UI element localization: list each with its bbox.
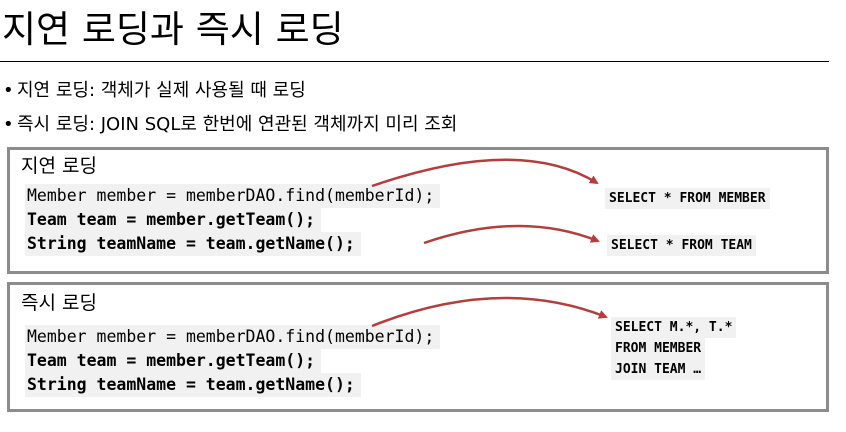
sql-select-team: SELECT * FROM TEAM — [607, 235, 756, 256]
bullet-eager-text: 즉시 로딩: JOIN SQL로 한번에 연관된 객체까지 미리 조회 — [17, 114, 458, 135]
bullet-symbol: • — [3, 114, 14, 135]
lazy-loading-box: 지연 로딩 Member member = memberDAO.find(mem… — [7, 147, 829, 274]
code-line-get-name: String teamName = team.getName(); — [25, 373, 361, 397]
eager-loading-box: 즉시 로딩 Member member = memberDAO.find(mem… — [7, 282, 829, 412]
code-line-find-member: Member member = memberDAO.find(memberId)… — [25, 325, 441, 349]
code-line-find-member: Member member = memberDAO.find(memberId)… — [25, 184, 441, 208]
sql-select-member: SELECT * FROM MEMBER — [605, 188, 770, 209]
code-line-get-name: String teamName = team.getName(); — [25, 232, 361, 256]
sql-join-line-3: JOIN TEAM … — [611, 359, 706, 380]
sql-join-line-1: SELECT M.*, T.* — [611, 317, 737, 338]
eager-box-title: 즉시 로딩 — [21, 292, 97, 314]
bullet-lazy-text: 지연 로딩: 객체가 실제 사용될 때 로딩 — [17, 80, 306, 101]
code-line-get-team: Team team = member.getTeam(); — [25, 349, 322, 373]
code-line-get-team: Team team = member.getTeam(); — [25, 208, 322, 232]
sql-join-line-2: FROM MEMBER — [611, 338, 706, 359]
page-title: 지연 로딩과 즉시 로딩 — [2, 8, 344, 51]
title-divider — [0, 61, 829, 62]
bullet-symbol: • — [3, 80, 14, 101]
lazy-box-title: 지연 로딩 — [21, 155, 97, 177]
bullet-lazy: •지연 로딩: 객체가 실제 사용될 때 로딩 — [3, 80, 306, 102]
bullet-eager: •즉시 로딩: JOIN SQL로 한번에 연관된 객체까지 미리 조회 — [3, 114, 457, 136]
